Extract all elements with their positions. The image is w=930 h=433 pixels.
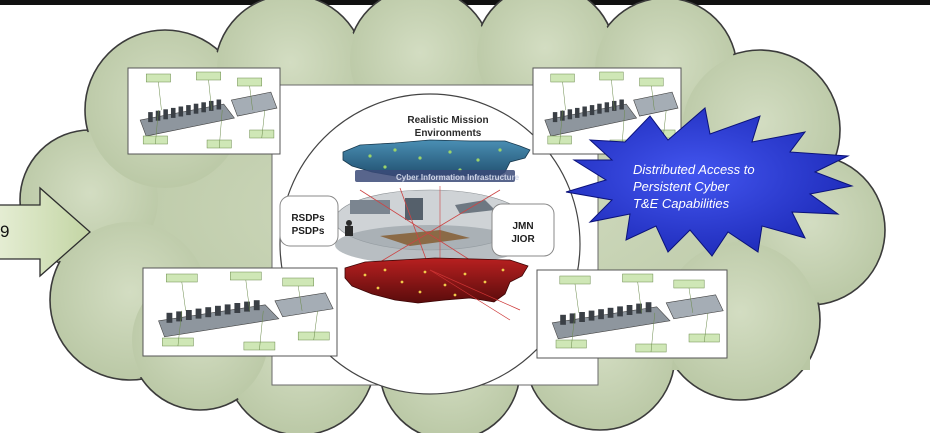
- facility-diagram-top-left-icon: [127, 67, 281, 155]
- jmn-box: [491, 203, 555, 257]
- center-title: Realistic Mission Environments: [378, 114, 518, 140]
- cyber-ribbon: [355, 170, 515, 182]
- facility-diagram-top-right-icon: [532, 67, 682, 155]
- rsdp-line-1: RSDPs: [291, 213, 325, 224]
- network-scene: [334, 186, 526, 275]
- jmn-label: JMN JIOR: [498, 220, 548, 246]
- title-line-1: Realistic Mission: [407, 115, 489, 126]
- title-line-2: Environments: [414, 128, 482, 139]
- arrow-label: 9: [0, 222, 10, 241]
- starburst-line-3: T&E Capabilities: [633, 196, 730, 211]
- starburst-shape: [565, 107, 854, 257]
- facility-panels: [127, 67, 728, 359]
- us-map-bottom: [344, 257, 529, 304]
- facility-diagram-bottom-left-icon: [142, 267, 338, 357]
- ribbon-label: Cyber Information Infrastructure: [396, 173, 520, 182]
- facility-diagram-bottom-right-icon: [536, 269, 728, 359]
- rsdp-label: RSDPs PSDPs: [283, 212, 333, 238]
- jmn-line-2: JIOR: [511, 234, 535, 245]
- rsdp-line-2: PSDPs: [291, 226, 325, 237]
- jmn-line-1: JMN: [512, 221, 534, 232]
- starburst-label: Distributed Access to Persistent Cyber T…: [633, 161, 823, 212]
- arrow-shape: [0, 186, 91, 278]
- rsdp-box: [279, 195, 339, 247]
- starburst-line-2: Persistent Cyber: [633, 179, 730, 194]
- starburst-line-1: Distributed Access to: [633, 162, 755, 177]
- top-bar: [0, 0, 930, 5]
